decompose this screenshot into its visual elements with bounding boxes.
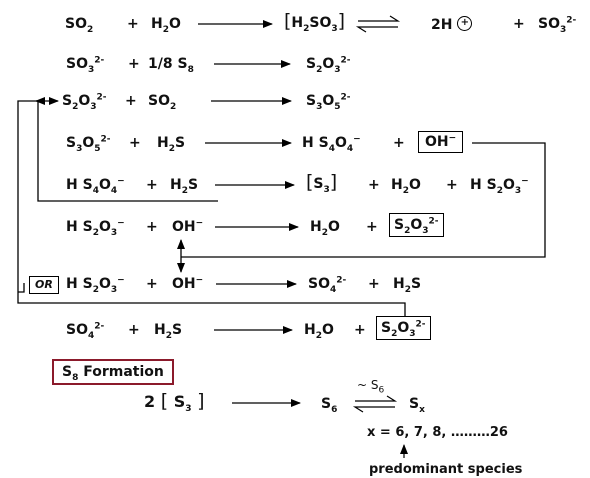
r5-plus-3: + xyxy=(446,177,458,193)
r3-plus: + xyxy=(125,93,137,109)
r7-plus-2: + xyxy=(368,276,380,292)
r3-s2o3: S2O32- xyxy=(62,92,107,112)
r2-so3: SO32- xyxy=(66,55,105,75)
r6-hs2o3: H S2O3− xyxy=(66,218,125,238)
r3-so2: SO2 xyxy=(148,93,177,112)
r1-2h-plus: 2H + xyxy=(431,16,473,33)
r5-hs4o4: H S4O4− xyxy=(66,176,125,196)
reaction-arrows xyxy=(198,20,408,458)
s8-formation-title: S8 Formation xyxy=(52,359,174,385)
r1-h2o: H2O xyxy=(151,16,181,35)
r5-hs2o3: H S2O3− xyxy=(470,176,529,196)
r4-plus: + xyxy=(129,135,141,151)
r1-so3: SO32- xyxy=(538,15,577,35)
r5-h2s: H2S xyxy=(170,177,199,196)
r7-so4: SO42- xyxy=(308,275,347,295)
r6-plus: + xyxy=(146,219,158,235)
s8-s6: S6 xyxy=(321,396,338,415)
r5-s3: [S3] xyxy=(306,171,338,195)
r7-plus: + xyxy=(146,276,158,292)
r2-s2o3: S2O32- xyxy=(306,55,351,75)
r1-plus-2: + xyxy=(513,16,525,32)
r8-h2s: H2S xyxy=(154,322,183,341)
r5-plus-2: + xyxy=(368,177,380,193)
or-box: OR xyxy=(29,276,59,294)
r8-s2o3-box: S2O32- xyxy=(376,316,431,340)
s8-x-range: x = 6, 7, 8, ………26 xyxy=(367,425,508,440)
r2-plus: + xyxy=(128,56,140,72)
r8-plus: + xyxy=(128,322,140,338)
r6-s2o3-box: S2O32- xyxy=(389,213,444,237)
cycle-loops xyxy=(17,97,546,317)
r4-hs4o4: H S4O4− xyxy=(302,134,361,154)
r2-s8: 1/8 S8 xyxy=(148,56,194,75)
equilibrium-harpoons xyxy=(352,15,401,413)
r6-plus-2: + xyxy=(366,219,378,235)
r7-oh: OH− xyxy=(172,275,204,292)
r4-s3o5: S3O52- xyxy=(66,134,111,154)
r8-h2o: H2O xyxy=(304,322,334,341)
r8-plus-2: + xyxy=(354,322,366,338)
r1-h2so3: [H2SO3] xyxy=(284,10,346,34)
s8-two-s3: 2 [ S3 ] xyxy=(144,390,205,415)
r7-h2s: H2S xyxy=(393,276,422,295)
r4-h2s: H2S xyxy=(157,135,186,154)
r5-plus: + xyxy=(146,177,158,193)
r6-oh: OH− xyxy=(172,218,204,235)
r7-hs2o3: H S2O3− xyxy=(66,275,125,295)
r3-s3o5: S3O52- xyxy=(306,92,351,112)
r5-h2o: H2O xyxy=(391,177,421,196)
r8-so4: SO42- xyxy=(66,321,105,341)
r4-oh-box: OH− xyxy=(418,131,464,153)
s8-sx: Sx xyxy=(409,396,425,415)
r1-so2: SO2 xyxy=(65,16,94,35)
s8-tilde-s6: ~ S6 xyxy=(357,378,385,396)
s8-predominant-species: predominant species xyxy=(369,462,523,477)
r1-plus-1: + xyxy=(127,16,139,32)
r6-h2o: H2O xyxy=(310,219,340,238)
r4-plus-2: + xyxy=(393,135,405,151)
